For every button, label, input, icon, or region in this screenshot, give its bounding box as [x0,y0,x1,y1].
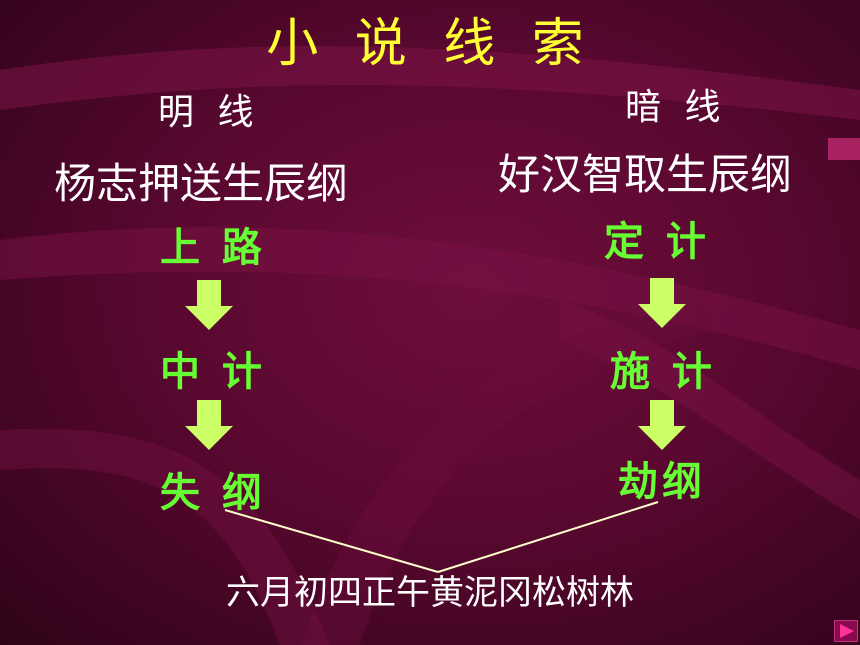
right-step-3: 劫纲 [618,459,706,505]
left-step-1: 上 路 [160,225,266,271]
next-slide-button[interactable] [834,620,858,642]
slide-title: 小 说 线 索 [266,14,594,74]
right-subtitle: 好汉智取生辰纲 [498,150,793,199]
down-arrow-icon [185,400,233,450]
right-step-1: 定 计 [604,219,710,265]
right-step-2: 施 计 [610,349,716,395]
left-subtitle: 杨志押送生辰纲 [54,159,349,208]
down-arrow-icon [638,400,686,450]
right-heading: 暗 线 [625,87,727,128]
play-triangle-icon [840,624,854,638]
left-step-3: 失 纲 [160,470,266,516]
down-arrow-icon [638,278,686,328]
down-arrow-icon [185,280,233,330]
location-caption: 六月初四正午黄泥冈松树林 [226,573,634,613]
left-step-2: 中 计 [160,349,266,395]
left-heading: 明 线 [158,92,260,133]
